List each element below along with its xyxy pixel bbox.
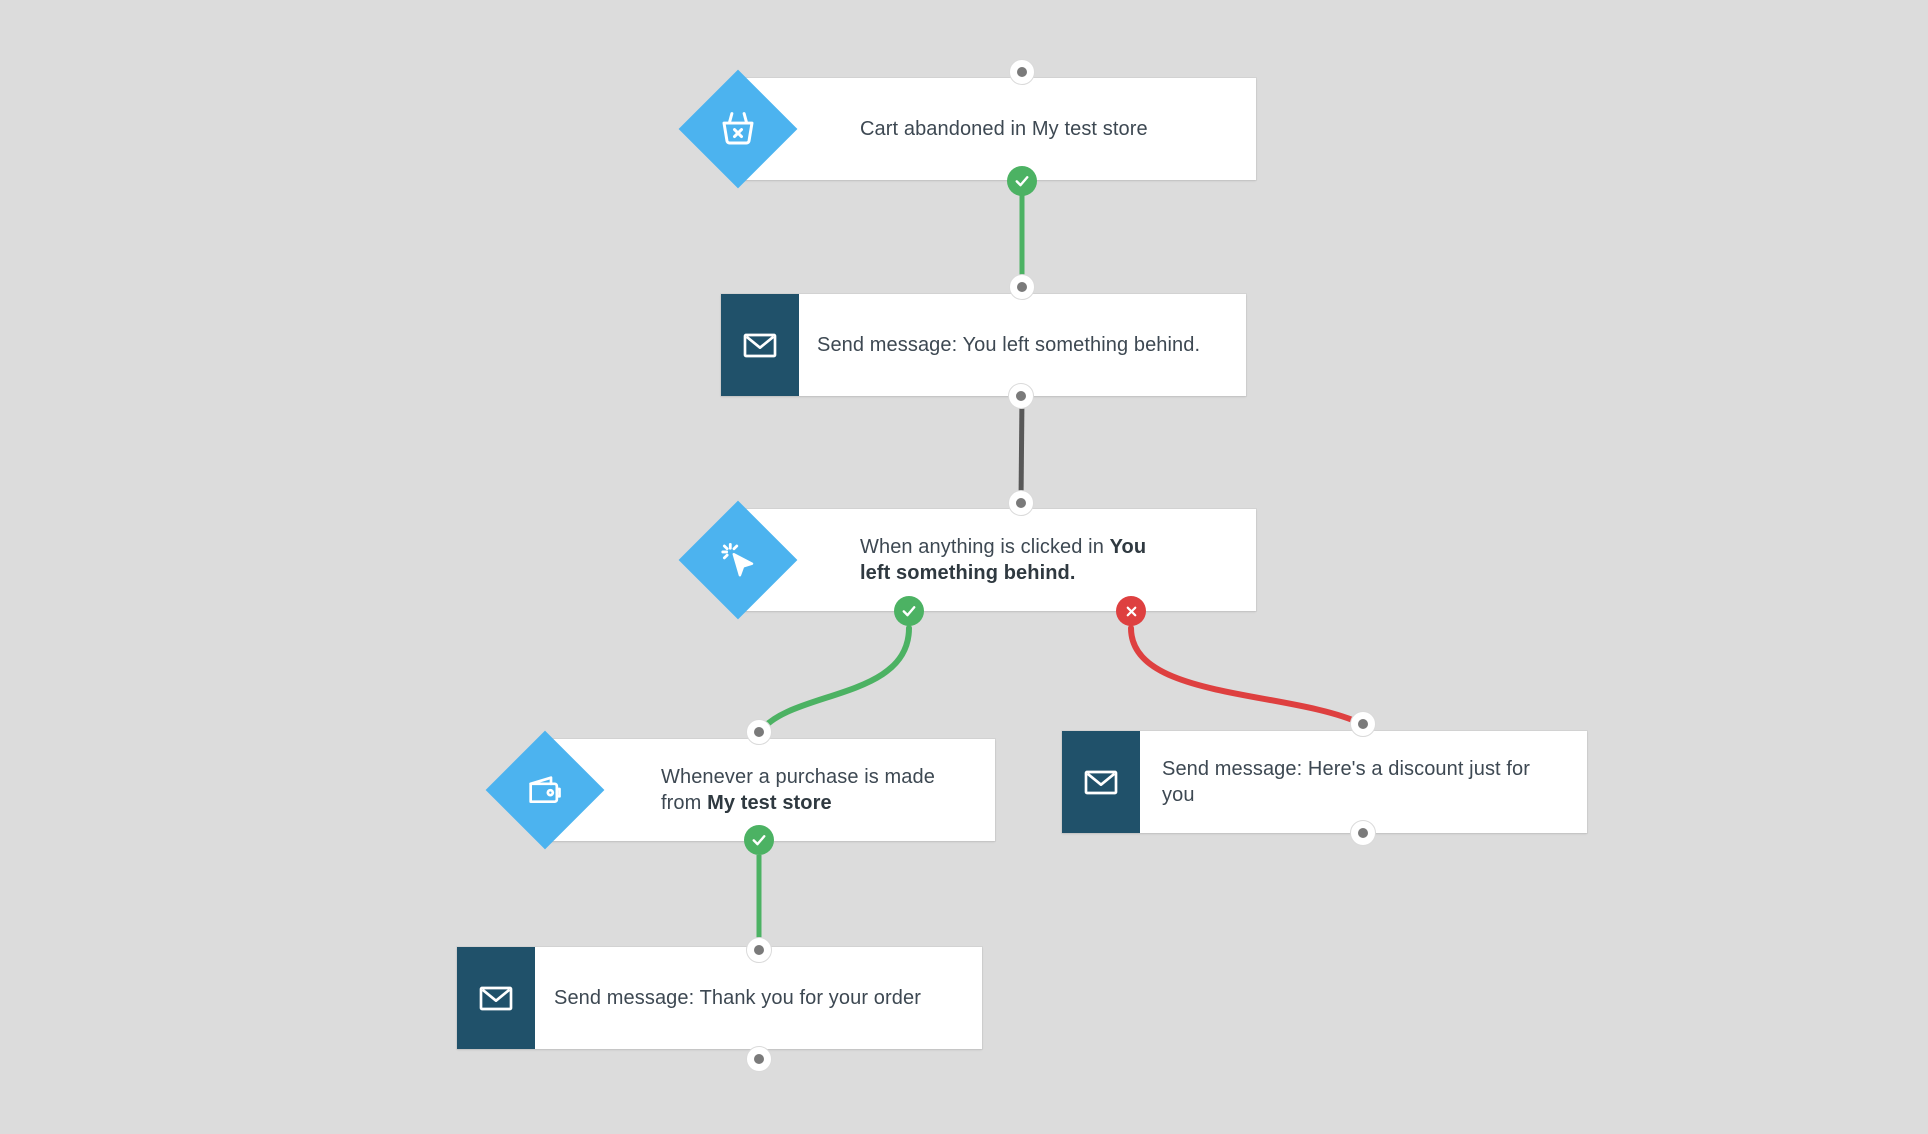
node-label: Send message: You left something behind. [817,334,1201,356]
node-send-thank-you[interactable]: Send message: Thank you for your order [457,947,982,1049]
trigger-diamond [678,69,798,189]
port-message1-top[interactable] [1009,274,1035,300]
node-purchase-made[interactable]: Whenever a purchase is made from My test… [485,730,995,850]
wallet-icon [529,776,561,803]
port-discount-bottom[interactable] [1350,820,1376,846]
port-discount-top[interactable] [1350,711,1376,737]
node-label: Send message: Here's a discount just for… [1162,758,1531,806]
node-label: Whenever a purchase is made from My test… [661,766,935,814]
check-icon [1015,176,1029,187]
action-square [721,294,799,396]
node-label: Send message: Thank you for your order [554,987,921,1009]
node-label: Cart abandoned in My test store [860,118,1148,140]
badge-cart-success[interactable] [1007,166,1037,196]
edge-click-no-to-discount [1128,625,1365,727]
node-card [738,78,1256,180]
node-cart-abandoned[interactable]: Cart abandoned in My test store [678,69,1256,189]
cross-icon [1126,606,1136,616]
envelope-icon [479,986,513,1011]
port-thankyou-bottom[interactable] [746,1046,772,1072]
envelope-icon [1084,770,1118,795]
click-cursor-icon [721,543,754,577]
node-anything-clicked[interactable]: When anything is clicked in You left som… [678,500,1256,620]
node-card [545,739,995,841]
badge-purchase-success[interactable] [744,825,774,855]
port-cart-top[interactable] [1009,59,1035,85]
badge-click-failure[interactable] [1116,596,1146,626]
node-card [1062,731,1587,833]
port-purchase-top[interactable] [746,719,772,745]
node-card [738,509,1256,611]
node-card [457,947,982,1049]
edge-message-to-click [1018,395,1025,503]
port-message1-bottom[interactable] [1008,383,1034,409]
node-label: When anything is clicked in You left som… [860,536,1147,584]
envelope-icon [743,333,777,358]
action-square [1062,731,1140,833]
edge-click-yes-to-purchase [757,625,912,735]
check-icon [752,835,766,846]
action-square [457,947,535,1049]
port-thankyou-top[interactable] [746,937,772,963]
check-icon [902,606,916,617]
trigger-diamond [678,500,798,620]
badge-click-success[interactable] [894,596,924,626]
trigger-diamond [485,730,605,850]
node-send-discount[interactable]: Send message: Here's a discount just for… [1062,731,1587,833]
port-click-top[interactable] [1008,490,1034,516]
shopping-basket-x-icon [722,112,754,145]
node-card [721,294,1246,396]
node-send-you-left-something-behind[interactable]: Send message: You left something behind. [721,294,1246,396]
